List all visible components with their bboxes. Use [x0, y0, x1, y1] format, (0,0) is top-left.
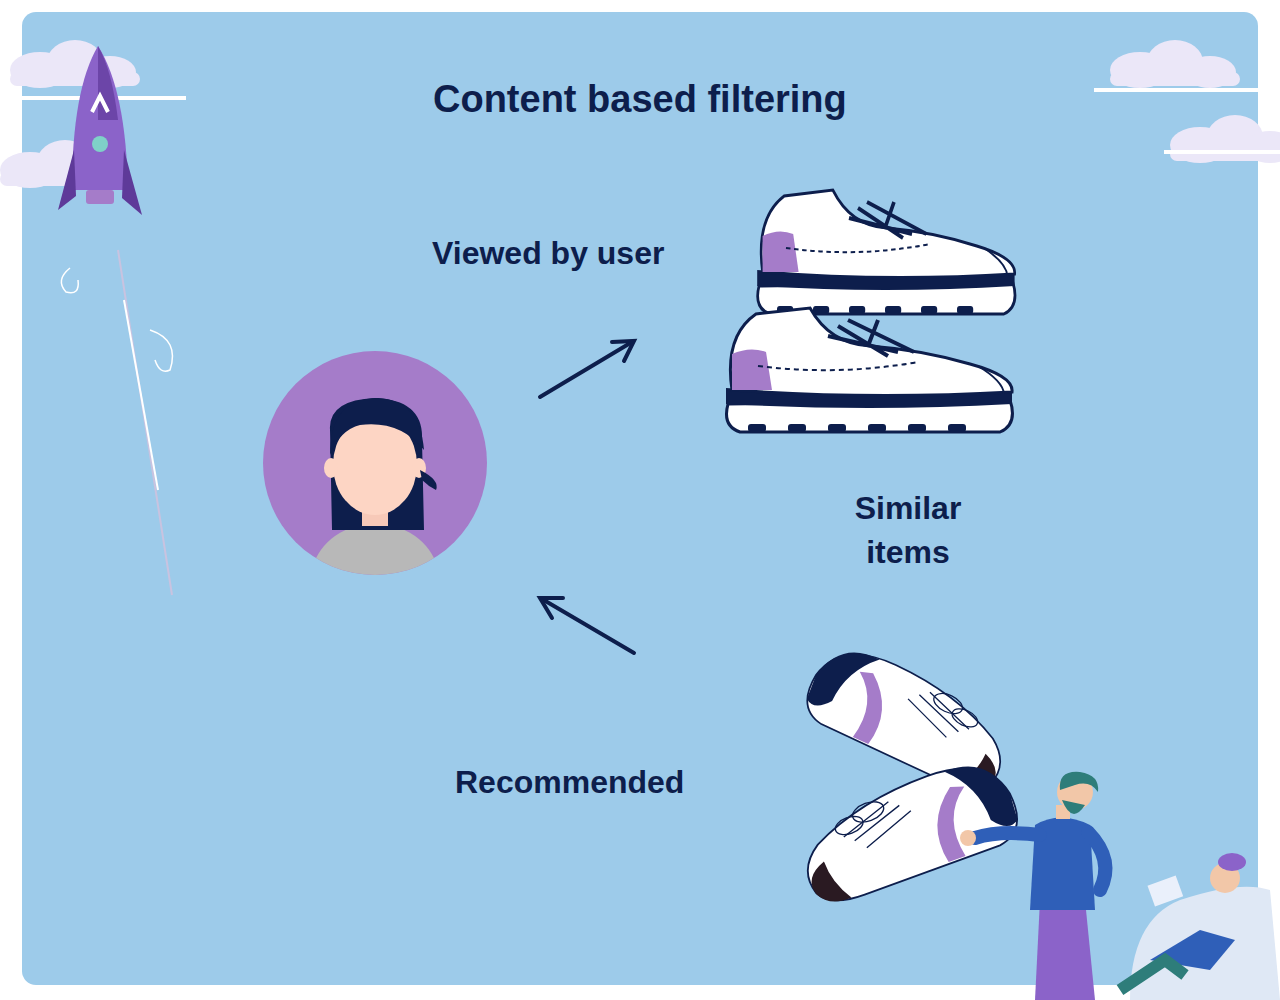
annotation-label: Similar items: [828, 486, 988, 574]
diagram-title: Content based filtering: [433, 78, 847, 121]
clouds: [0, 40, 1280, 188]
annotation-label: Recommended: [455, 760, 684, 804]
panel: [22, 12, 1258, 985]
arrows: [540, 341, 634, 653]
viewed-sneakers: [726, 190, 1015, 432]
people-figures: [960, 772, 1280, 1000]
recommended-sneakers: [790, 636, 1026, 911]
user-avatar: [263, 351, 487, 590]
rocket: [58, 46, 173, 595]
annotation-label: Viewed by user: [432, 231, 664, 275]
